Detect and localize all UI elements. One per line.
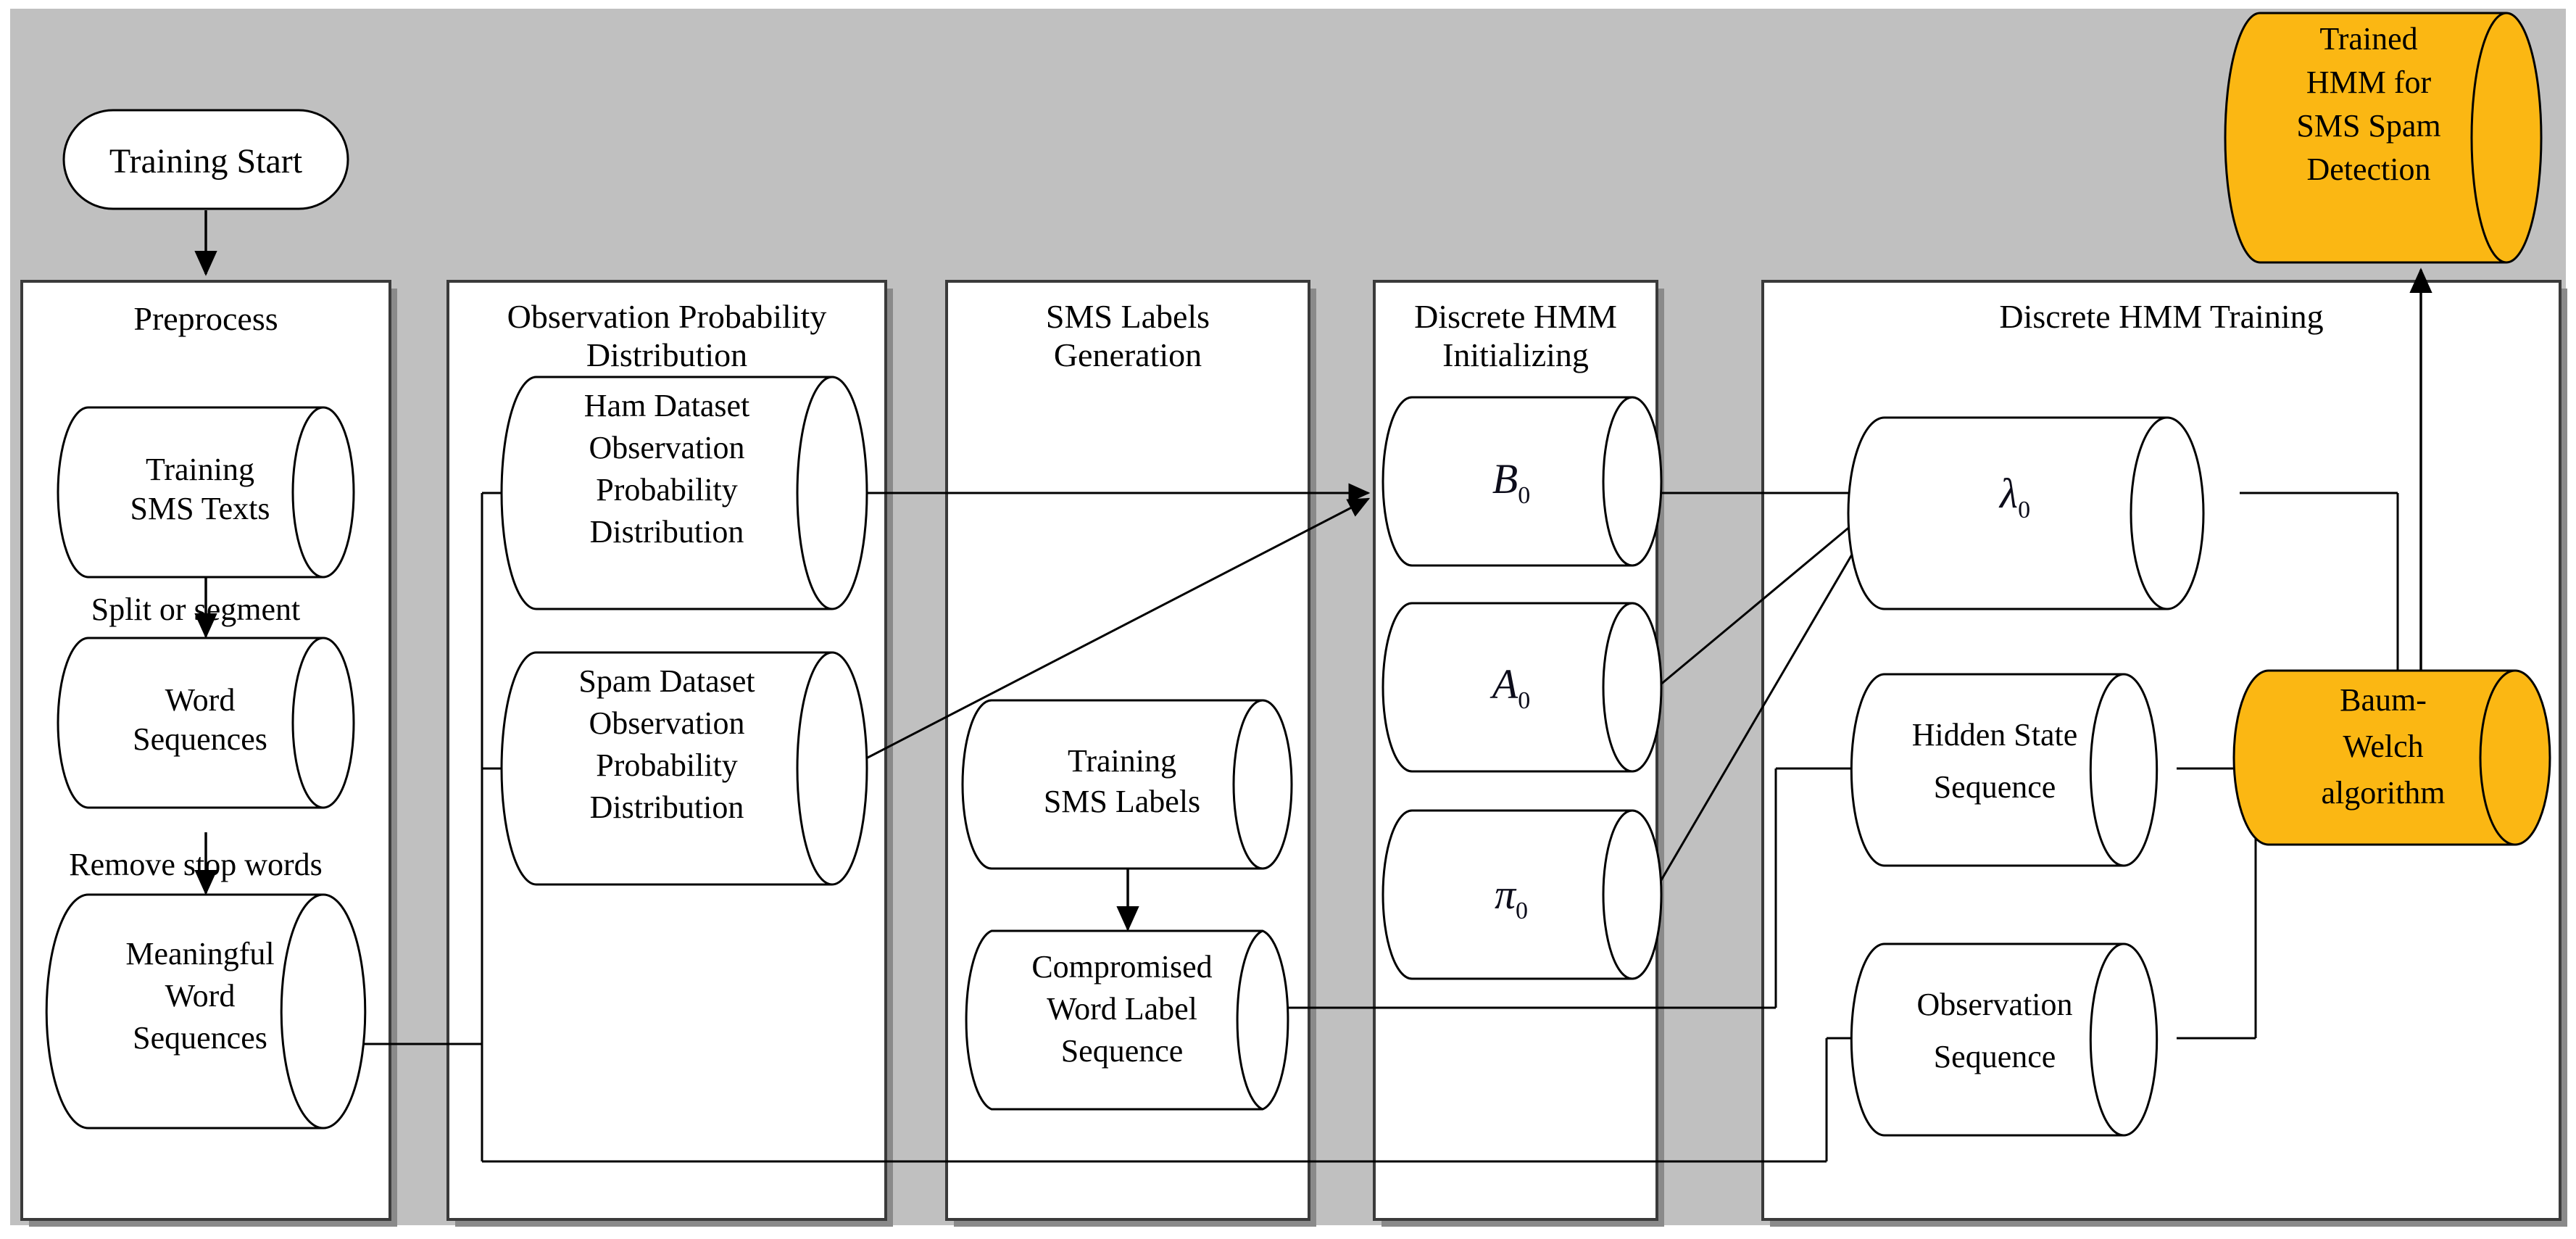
- node-trained-hmm-line1: Trained: [2319, 21, 2417, 57]
- node-training-start-label: Training Start: [109, 142, 303, 181]
- node-baum-welch-algorithm[interactable]: Baum- Welch algorithm: [2232, 669, 2551, 846]
- panel-title-hmmt: Discrete HMM Training: [1999, 298, 2323, 335]
- node-spam-dataset-opd-line2: Observation: [589, 705, 744, 741]
- node-training-sms-texts-line2: SMS Texts: [130, 491, 270, 526]
- node-compromised-line2: Word Label: [1047, 991, 1197, 1027]
- node-training-sms-labels[interactable]: Training SMS Labels: [961, 699, 1293, 870]
- node-trained-hmm-line3: SMS Spam: [2296, 108, 2440, 144]
- panel-title-slg-line1: SMS Labels: [1046, 298, 1210, 335]
- node-meaningful-word-sequences-line3: Sequences: [133, 1020, 267, 1056]
- panel-title-hmmi-line2: Initializing: [1442, 336, 1589, 373]
- node-hidden-state-sequence-line2: Sequence: [1934, 769, 2056, 805]
- node-ham-dataset-opd-line4: Distribution: [590, 514, 744, 550]
- panel-title-opd-line1: Observation Probability: [507, 298, 827, 335]
- node-trained-hmm-line4: Detection: [2306, 152, 2430, 187]
- edge-pi0-to-lambda0: [1645, 502, 1883, 906]
- node-baum-welch-line2: Welch: [2343, 729, 2423, 764]
- node-observation-sequence-line1: Observation: [1916, 987, 2072, 1022]
- node-lambda0[interactable]: λ0: [1847, 416, 2205, 610]
- node-training-sms-labels-line1: Training: [1068, 743, 1176, 779]
- panel-title-slg-line2: Generation: [1054, 336, 1202, 373]
- edge-label-split-or-segment: Split or segment: [91, 592, 300, 627]
- node-training-start[interactable]: Training Start: [62, 109, 349, 210]
- node-hidden-state-sequence[interactable]: Hidden State Sequence: [1850, 673, 2159, 867]
- panel-title-preprocess: Preprocess: [133, 300, 278, 337]
- node-a0-symbol: A0: [1489, 660, 1530, 714]
- node-observation-sequence-line2: Sequence: [1934, 1039, 2056, 1074]
- edge-a0-to-lambda0: [1646, 499, 1883, 697]
- node-spam-dataset-opd-line3: Probability: [596, 747, 738, 783]
- node-meaningful-word-sequences[interactable]: Meaningful Word Sequences: [45, 893, 367, 1130]
- node-ham-dataset-opd-line1: Ham Dataset: [584, 388, 749, 423]
- node-b0-symbol: B0: [1492, 455, 1530, 509]
- node-lambda0-symbol: λ0: [1998, 470, 2030, 523]
- node-observation-sequence[interactable]: Observation Sequence: [1850, 942, 2159, 1137]
- panel-title-hmmi-line1: Discrete HMM: [1414, 298, 1617, 335]
- node-trained-hmm-line2: HMM for: [2306, 65, 2432, 100]
- node-ham-dataset-opd[interactable]: Ham Dataset Observation Probability Dist…: [500, 376, 868, 610]
- node-meaningful-word-sequences-line2: Word: [165, 978, 236, 1014]
- node-baum-welch-line3: algorithm: [2321, 775, 2445, 811]
- edge-spam-to-b0: [846, 497, 1371, 770]
- node-training-sms-labels-line2: SMS Labels: [1044, 784, 1200, 819]
- node-ham-dataset-opd-line3: Probability: [596, 472, 738, 507]
- node-trained-hmm-output[interactable]: Trained HMM for SMS Spam Detection: [2224, 12, 2543, 264]
- node-a0[interactable]: A0: [1382, 602, 1663, 773]
- panel-title-opd-line2: Distribution: [586, 336, 747, 373]
- node-compromised-word-label-sequence[interactable]: Compromised Word Label Sequence: [965, 929, 1289, 1111]
- node-training-sms-texts[interactable]: Training SMS Texts: [57, 406, 355, 579]
- node-word-sequences[interactable]: Word Sequences: [57, 637, 355, 809]
- node-compromised-line3: Sequence: [1061, 1033, 1184, 1069]
- node-compromised-line1: Compromised: [1031, 949, 1212, 985]
- node-meaningful-word-sequences-line1: Meaningful: [125, 936, 274, 971]
- node-training-sms-texts-line1: Training: [146, 452, 254, 487]
- edge-label-remove-stop-words: Remove stop words: [69, 847, 323, 882]
- node-word-sequences-line2: Sequences: [133, 721, 267, 757]
- node-pi0[interactable]: π0: [1382, 809, 1663, 980]
- node-baum-welch-line1: Baum-: [2340, 682, 2427, 718]
- node-ham-dataset-opd-line2: Observation: [589, 430, 744, 465]
- node-spam-dataset-opd-line1: Spam Dataset: [578, 663, 755, 699]
- node-spam-dataset-opd[interactable]: Spam Dataset Observation Probability Dis…: [500, 651, 868, 886]
- node-b0[interactable]: B0: [1382, 396, 1663, 567]
- node-spam-dataset-opd-line4: Distribution: [590, 790, 744, 825]
- node-word-sequences-line1: Word: [165, 682, 236, 718]
- node-pi0-symbol: π0: [1495, 871, 1528, 924]
- node-hidden-state-sequence-line1: Hidden State: [1912, 717, 2078, 753]
